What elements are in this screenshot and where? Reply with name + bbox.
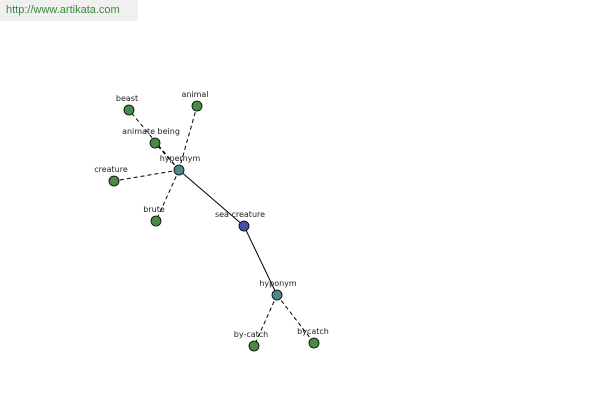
edges-layer [113, 105, 315, 347]
label-beast: beast [116, 94, 138, 103]
node-beast[interactable] [123, 104, 135, 116]
label-hyponym: hyponym [259, 279, 297, 288]
label-bycatch: bycatch [297, 327, 329, 336]
node-bycatch[interactable] [308, 337, 320, 349]
edge-hyponym-bycatch [276, 294, 315, 344]
node-animate-being[interactable] [149, 137, 161, 149]
label-hypernym: hypernym [160, 154, 201, 163]
node-sea-creature[interactable] [238, 220, 250, 232]
edge-sea-creature-hyponym [243, 225, 278, 296]
edge-hypernym-creature [113, 169, 180, 182]
label-by-catch: by-catch [234, 330, 268, 339]
labels-layer: beast animal animate being hypernym crea… [94, 90, 329, 339]
edge-hypernym-beast [128, 109, 180, 171]
edge-hypernym-brute [155, 169, 180, 222]
node-animal[interactable] [191, 100, 203, 112]
node-by-catch[interactable] [248, 340, 260, 352]
label-animal: animal [181, 90, 208, 99]
node-hypernym[interactable] [173, 164, 185, 176]
site-url-link[interactable]: http://www.artikata.com [6, 4, 120, 16]
edge-hypernym-animate-being [154, 142, 180, 171]
label-sea-creature: sea creature [215, 210, 265, 219]
node-brute[interactable] [150, 215, 162, 227]
edge-sea-creature-hypernym [178, 169, 245, 227]
edge-hyponym-by-catch [253, 294, 278, 347]
url-bar: http://www.artikata.com [0, 0, 138, 21]
node-hyponym[interactable] [271, 289, 283, 301]
node-creature[interactable] [108, 175, 120, 187]
nodes-layer [108, 100, 320, 352]
label-animate-being: animate being [122, 127, 180, 136]
label-creature: creature [94, 165, 128, 174]
label-brute: brute [143, 205, 165, 214]
